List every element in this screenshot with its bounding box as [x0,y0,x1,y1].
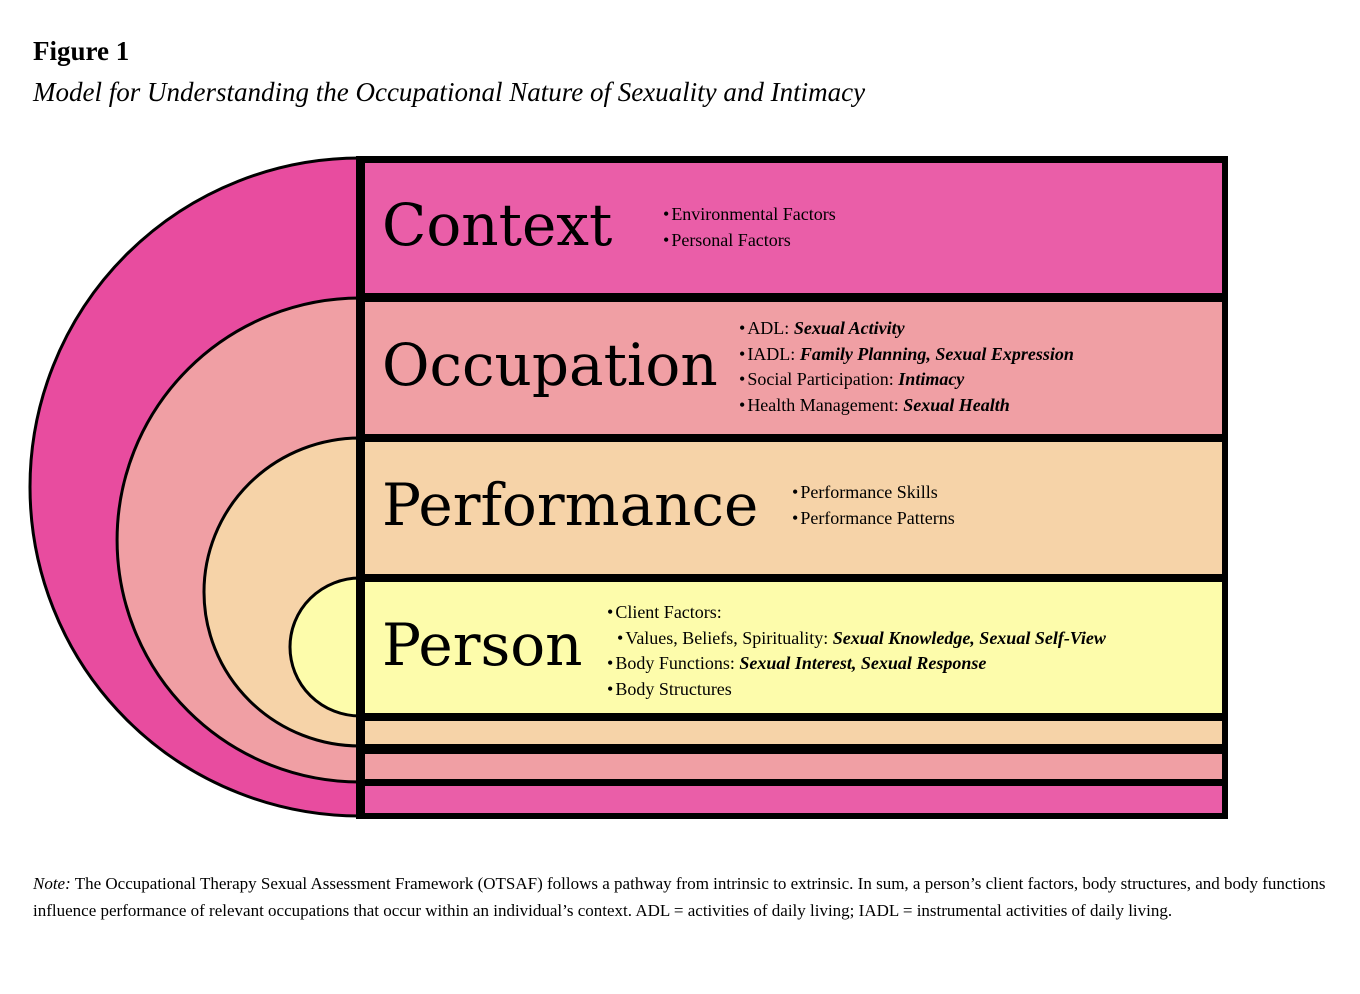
person-item: Body Structures [607,677,1106,703]
performance-bullets: Performance Skills Performance Patterns [792,480,955,532]
occupation-item: ADL: Sexual Activity [739,316,1074,342]
note-text: The Occupational Therapy Sexual Assessme… [33,874,1326,920]
person-item: Body Functions: Sexual Interest, Sexual … [607,651,1106,677]
figure-note: Note: The Occupational Therapy Sexual As… [33,870,1333,924]
occupation-bullets: ADL: Sexual Activity IADL: Family Planni… [739,316,1074,418]
performance-item: Performance Skills [792,480,955,506]
occupation-item: Health Management: Sexual Health [739,393,1074,419]
context-strip [365,786,1222,813]
context-title: Context [382,191,613,259]
occupation-item: Social Participation: Intimacy [739,367,1074,393]
figure-title: Model for Understanding the Occupational… [33,77,866,107]
context-item: Environmental Factors [663,202,835,228]
person-subitem: Values, Beliefs, Spirituality: Sexual Kn… [607,626,1106,652]
context-item: Personal Factors [663,228,836,254]
note-label: Note: [33,874,71,893]
person-title: Person [382,611,583,679]
person-arc [288,576,362,718]
figure-label: Figure 1 [33,36,130,66]
occupation-item: IADL: Family Planning, Sexual Expression [739,342,1074,368]
occupation-strip [365,754,1222,779]
person-item: Client Factors: [607,600,1106,626]
performance-title: Performance [382,471,759,539]
performance-strip [365,721,1222,744]
person-bullets: Client Factors: Values, Beliefs, Spiritu… [607,600,1106,702]
performance-item: Performance Patterns [792,506,954,532]
context-bullets: Environmental Factors Personal Factors [663,202,836,254]
occupation-title: Occupation [382,331,718,399]
